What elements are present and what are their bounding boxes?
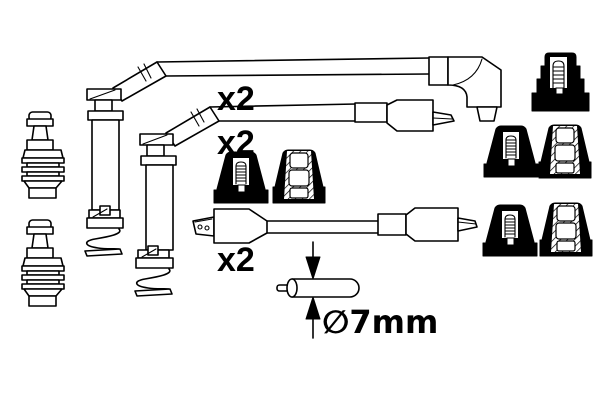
quantity-label-bottom: x2 (217, 241, 255, 279)
right-angle-connector (428, 56, 502, 122)
terminal-tip-left (192, 216, 215, 237)
terminal-tip-right (457, 217, 478, 232)
black-boot-solid-row3 (482, 204, 538, 257)
black-boot-stepped-topright (531, 52, 590, 112)
black-boot-section-middle (272, 149, 326, 204)
coil-spring-1 (85, 228, 121, 252)
cable-sample (291, 278, 360, 298)
rubber-boot-bottom (21, 219, 65, 307)
plug-connector-2 (134, 106, 220, 297)
diameter-label: ∅7mm (322, 303, 438, 341)
quantity-label-top: x2 (217, 80, 255, 118)
spark-plug-cable-middle (209, 103, 357, 122)
spark-plug-cable-top (156, 57, 430, 77)
arrow-up-icon (305, 296, 321, 320)
quantity-label-middle: x2 (217, 124, 255, 162)
rubber-boot-top (21, 111, 65, 199)
coil-spring-2 (135, 268, 171, 292)
diameter-callout (276, 241, 360, 339)
arrow-down-icon (305, 256, 321, 280)
straight-cable-bottom (192, 207, 478, 244)
plug-connector-1 (84, 61, 167, 257)
straight-boot-middle-cable (354, 99, 455, 132)
black-boot-solid-row2 (483, 125, 539, 178)
black-boot-section-row3 (539, 202, 593, 257)
black-boot-section-row2 (538, 124, 592, 179)
